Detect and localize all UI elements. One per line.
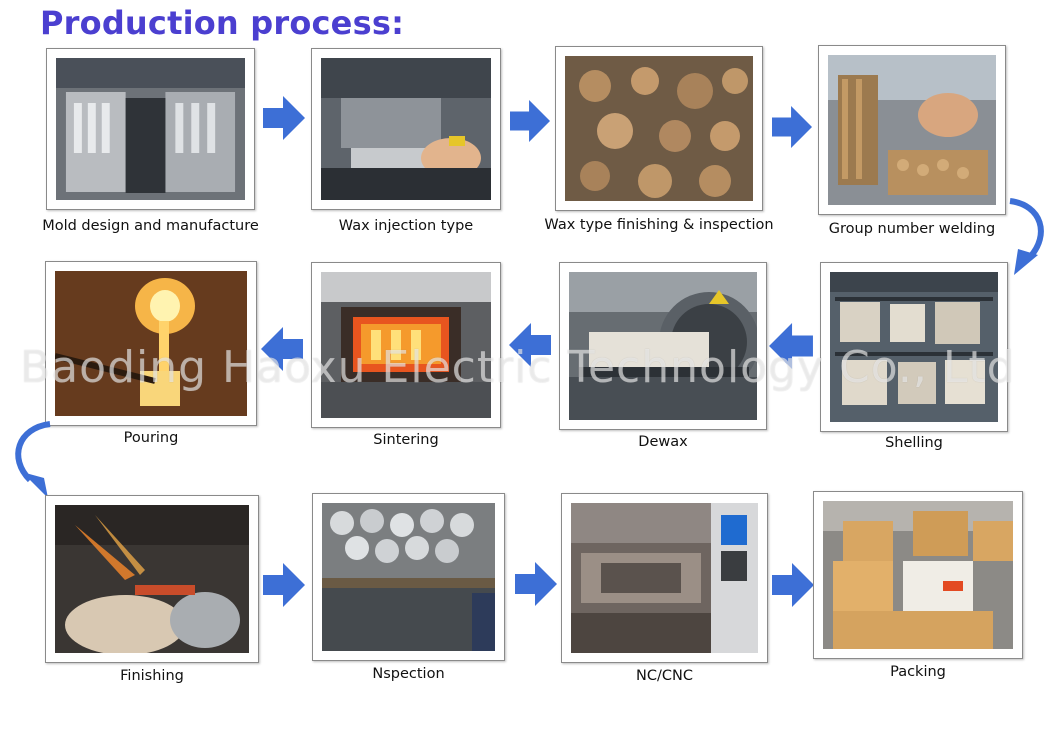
- welding-photo: [828, 55, 996, 205]
- finishing-photo: [55, 505, 249, 653]
- photo-frame: [45, 495, 259, 663]
- photo-frame: [813, 491, 1023, 659]
- step-label: Wax type finishing & inspection: [544, 217, 774, 233]
- photo-frame: [312, 493, 505, 661]
- step-sintering: Sintering: [311, 262, 501, 448]
- photo-frame: [311, 262, 501, 428]
- step-pouring: Pouring: [45, 261, 257, 446]
- photo-frame: [818, 45, 1006, 215]
- right-arrow-icon: [263, 96, 305, 140]
- step-label: Mold design and manufacture: [42, 218, 259, 234]
- photo-frame: [561, 493, 768, 663]
- step-mold-design: Mold design and manufacture: [42, 48, 259, 234]
- pouring-photo: [55, 271, 247, 416]
- left-arrow-icon: [769, 323, 813, 369]
- photo-frame: [555, 46, 763, 211]
- step-label: Shelling: [885, 435, 943, 451]
- step-wax-finishing: Wax type finishing & inspection: [544, 46, 774, 233]
- step-label: Dewax: [638, 434, 688, 450]
- dewax-photo: [569, 272, 757, 420]
- step-finishing: Finishing: [45, 495, 259, 684]
- packing-photo: [823, 501, 1013, 649]
- step-dewax: Dewax: [559, 262, 767, 450]
- step-label: Sintering: [373, 432, 439, 448]
- shelling-photo: [830, 272, 998, 422]
- page-title: Production process:: [40, 4, 405, 42]
- step-label: Finishing: [120, 668, 184, 684]
- step-packing: Packing: [813, 491, 1023, 680]
- step-nc-cnc: NC/CNC: [561, 493, 768, 684]
- photo-frame: [820, 262, 1008, 432]
- step-group-welding: Group number welding: [818, 45, 1006, 237]
- photo-frame: [311, 48, 501, 210]
- photo-frame: [45, 261, 257, 426]
- right-arrow-icon: [263, 563, 305, 607]
- right-arrow-icon: [772, 563, 814, 607]
- inspection-photo: [322, 503, 495, 651]
- cnc-photo: [571, 503, 758, 653]
- right-arrow-icon: [510, 100, 550, 142]
- mold-photo: [56, 58, 245, 200]
- step-label: NC/CNC: [636, 668, 693, 684]
- step-inspection: Nspection: [312, 493, 505, 682]
- right-arrow-icon: [772, 106, 812, 148]
- right-arrow-icon: [515, 562, 557, 606]
- step-label: Group number welding: [828, 221, 996, 237]
- wax-injection-photo: [321, 58, 491, 200]
- step-label: Packing: [890, 664, 946, 680]
- left-arrow-icon: [509, 323, 551, 367]
- step-wax-injection: Wax injection type: [311, 48, 501, 234]
- left-arrow-icon: [261, 327, 303, 371]
- step-label: Wax injection type: [338, 218, 474, 234]
- step-label: Pouring: [123, 430, 179, 446]
- photo-frame: [46, 48, 255, 210]
- step-shelling: Shelling: [820, 262, 1008, 451]
- curved-arrow-down-icon: [1009, 198, 1044, 275]
- sintering-photo: [321, 272, 491, 418]
- photo-frame: [559, 262, 767, 430]
- step-label: Nspection: [372, 666, 445, 682]
- curved-arrow-down-icon: [15, 421, 51, 498]
- wax-parts-photo: [565, 56, 753, 201]
